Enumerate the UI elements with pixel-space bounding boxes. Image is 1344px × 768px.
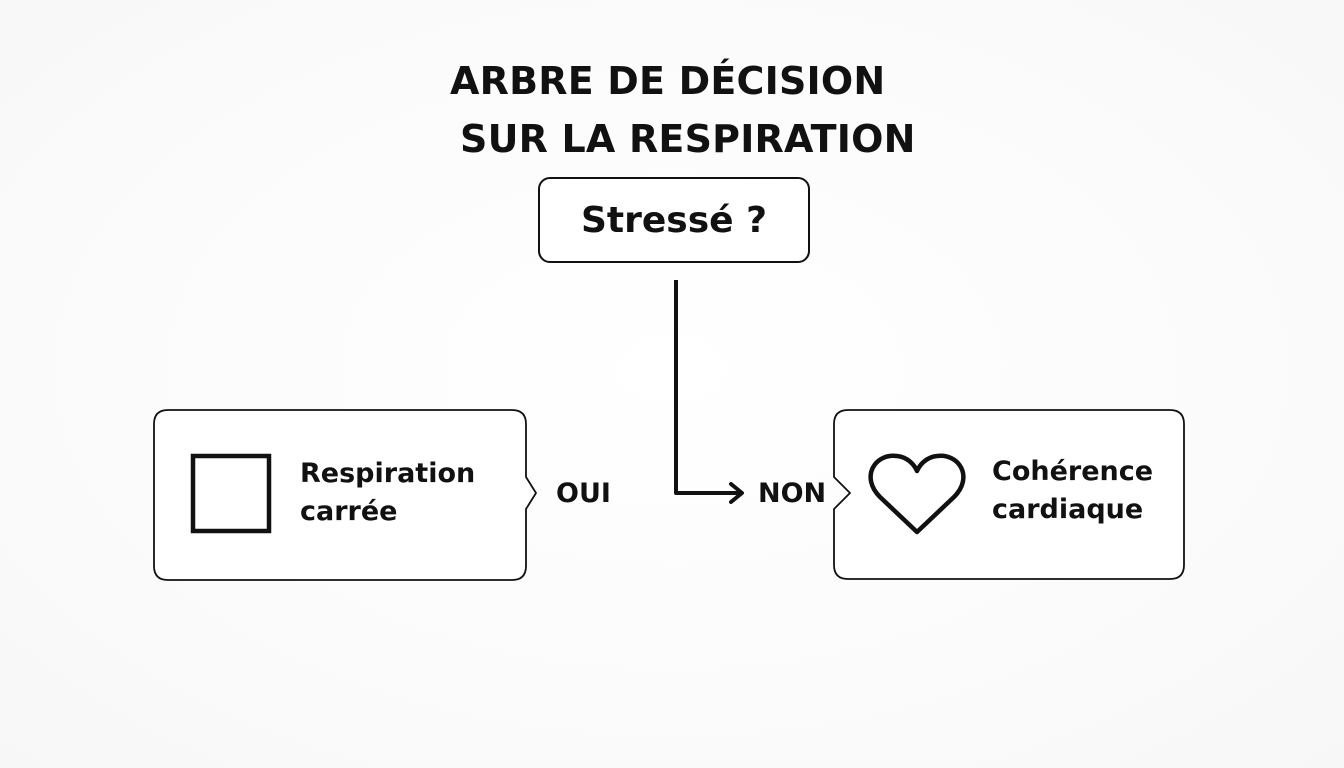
title-line-2: SUR LA RESPIRATION	[460, 117, 916, 161]
branch-label-no: NON	[758, 478, 827, 509]
decision-question: Stressé ?	[581, 199, 767, 241]
branch-label-yes: OUI	[556, 478, 611, 509]
heart-icon	[868, 453, 966, 535]
decision-node: Stressé ?	[538, 177, 810, 263]
option-respiration-carree: Respiration carrée	[300, 455, 475, 531]
title-line-1: ARBRE DE DÉCISION	[450, 59, 886, 103]
option-left-line-2: carrée	[300, 496, 398, 527]
square-icon	[190, 453, 272, 534]
option-right-line-2: cardiaque	[992, 494, 1144, 525]
option-right-line-1: Cohérence	[992, 456, 1154, 487]
decision-connector-line	[674, 280, 740, 495]
option-left-line-1: Respiration	[300, 458, 476, 489]
option-coherence-cardiaque: Cohérence cardiaque	[992, 453, 1153, 529]
page-title: ARBRE DE DÉCISION SUR LA RESPIRATION	[420, 52, 940, 168]
arrow-head-icon	[729, 482, 744, 504]
